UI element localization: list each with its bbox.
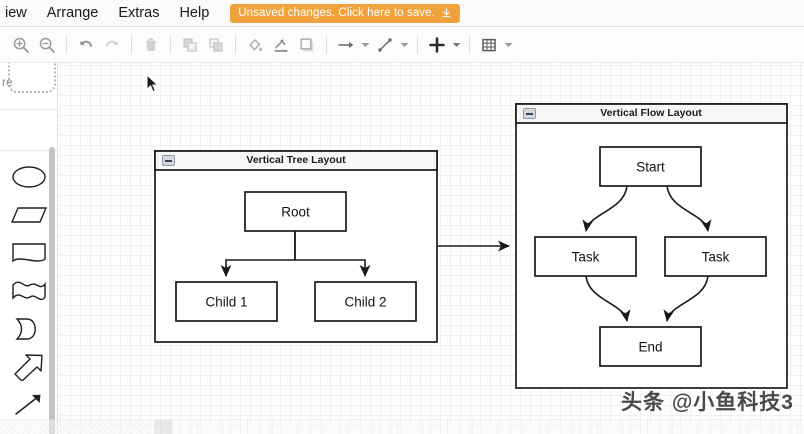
to-front-icon: [183, 38, 197, 51]
table-button[interactable]: [476, 32, 502, 58]
collapse-flow-layout-icon[interactable]: [523, 108, 536, 119]
redo-icon: [106, 40, 118, 47]
toolbar: [0, 27, 804, 63]
shape-block-arrow[interactable]: [8, 351, 50, 383]
bottom-page-bar[interactable]: [0, 419, 804, 434]
insert-button[interactable]: [424, 32, 450, 58]
node-root-box[interactable]: [244, 191, 347, 232]
edge-task-2-to-end[interactable]: [663, 275, 709, 322]
ellipse-icon: [11, 166, 46, 188]
menu-item-help[interactable]: Help: [179, 5, 210, 21]
waypoints-dropdown[interactable]: [398, 32, 411, 58]
sidebar-section-divider: [0, 110, 57, 151]
shape-document[interactable]: [8, 237, 50, 269]
sidebar-scrollbar-thumb[interactable]: [49, 147, 55, 434]
insert-group: [424, 32, 463, 58]
edge-start-to-task-1[interactable]: [582, 185, 628, 232]
plus-icon: [429, 36, 445, 53]
edge-start-to-task-2[interactable]: [666, 185, 712, 232]
shape-thin-arrow[interactable]: [8, 389, 50, 421]
toolbar-separator: [326, 35, 327, 54]
to-back-button[interactable]: [203, 32, 229, 58]
to-back-icon: [209, 38, 223, 51]
waypoints-icon: [378, 37, 392, 52]
bottom-bar-ruler: [172, 420, 804, 434]
toolbar-separator: [417, 35, 418, 54]
table-dropdown[interactable]: [502, 32, 515, 58]
toolbar-separator: [469, 35, 470, 54]
shape-palette: [0, 151, 57, 434]
connection-arrow-icon: [338, 41, 354, 48]
scratchpad-label: re: [2, 75, 13, 89]
bottom-bar-hatch: [0, 420, 150, 434]
fill-color-icon: [249, 38, 262, 51]
menu-bar: iew Arrange Extras Help Unsaved changes.…: [0, 0, 804, 27]
zoom-out-button[interactable]: [34, 32, 60, 58]
waypoints-button[interactable]: [372, 32, 398, 58]
delete-button[interactable]: [138, 32, 164, 58]
node-start-box[interactable]: [599, 146, 702, 187]
undo-icon: [80, 40, 92, 47]
toolbar-separator: [235, 35, 236, 54]
collapse-tree-layout-icon[interactable]: [162, 155, 175, 166]
scratchpad-placeholder-shape[interactable]: [8, 63, 56, 93]
to-front-button[interactable]: [177, 32, 203, 58]
shape-parallelogram[interactable]: [8, 199, 50, 231]
toolbar-separator: [131, 35, 132, 54]
shape-sidebar: re: [0, 63, 58, 434]
waypoints-group: [372, 32, 411, 58]
insert-dropdown[interactable]: [450, 32, 463, 58]
zoom-out-icon: [39, 37, 55, 53]
chevron-down-icon: [504, 42, 513, 47]
scratchpad-section: re: [0, 63, 57, 110]
edge-root-to-child-2[interactable]: [294, 231, 371, 277]
connection-arrow-dropdown[interactable]: [359, 32, 372, 58]
unsaved-changes-label: Unsaved changes. Click here to save.: [238, 7, 435, 19]
table-icon: [482, 38, 496, 51]
thin-arrow-icon: [14, 394, 40, 415]
block-arrow-icon: [13, 354, 43, 381]
node-task-2-box[interactable]: [664, 236, 767, 277]
connection-arrow-group: [333, 32, 372, 58]
fill-color-button[interactable]: [242, 32, 268, 58]
toolbar-separator: [170, 35, 171, 54]
chevron-down-icon: [361, 42, 370, 47]
node-end-box[interactable]: [599, 326, 702, 367]
zoom-in-button[interactable]: [8, 32, 34, 58]
shape-delay[interactable]: [8, 313, 50, 345]
shape-ellipse[interactable]: [8, 161, 50, 193]
parallelogram-icon: [10, 207, 47, 223]
bottom-bar-tab[interactable]: [154, 420, 172, 434]
shadow-button[interactable]: [294, 32, 320, 58]
unsaved-changes-save-button[interactable]: Unsaved changes. Click here to save.: [230, 3, 460, 23]
delay-icon: [14, 318, 36, 340]
download-icon: [442, 7, 451, 17]
wave-icon: [11, 281, 46, 301]
redo-button[interactable]: [99, 32, 125, 58]
chevron-down-icon: [400, 42, 409, 47]
toolbar-separator: [66, 35, 67, 54]
zoom-in-icon: [13, 37, 29, 53]
node-child-2-box[interactable]: [314, 281, 417, 322]
undo-button[interactable]: [73, 32, 99, 58]
shape-data-wave[interactable]: [8, 275, 50, 307]
menu-item-arrange[interactable]: Arrange: [46, 5, 99, 21]
diagram-canvas[interactable]: Vertical Tree Layout Vertical Flow Layou…: [59, 63, 804, 434]
chevron-down-icon: [452, 42, 461, 47]
line-color-button[interactable]: [268, 32, 294, 58]
menu-item-view[interactable]: iew: [5, 5, 27, 21]
edge-task-1-to-end[interactable]: [585, 275, 631, 322]
table-group: [476, 32, 515, 58]
line-color-icon: [274, 38, 288, 52]
delete-icon: [146, 37, 156, 51]
document-icon: [11, 243, 46, 263]
diagram-graphics: [154, 103, 788, 389]
node-task-1-box[interactable]: [534, 236, 637, 277]
shadow-icon: [300, 38, 314, 51]
connection-arrow-button[interactable]: [333, 32, 359, 58]
menu-item-extras[interactable]: Extras: [118, 5, 160, 21]
node-child-1-box[interactable]: [175, 281, 278, 322]
